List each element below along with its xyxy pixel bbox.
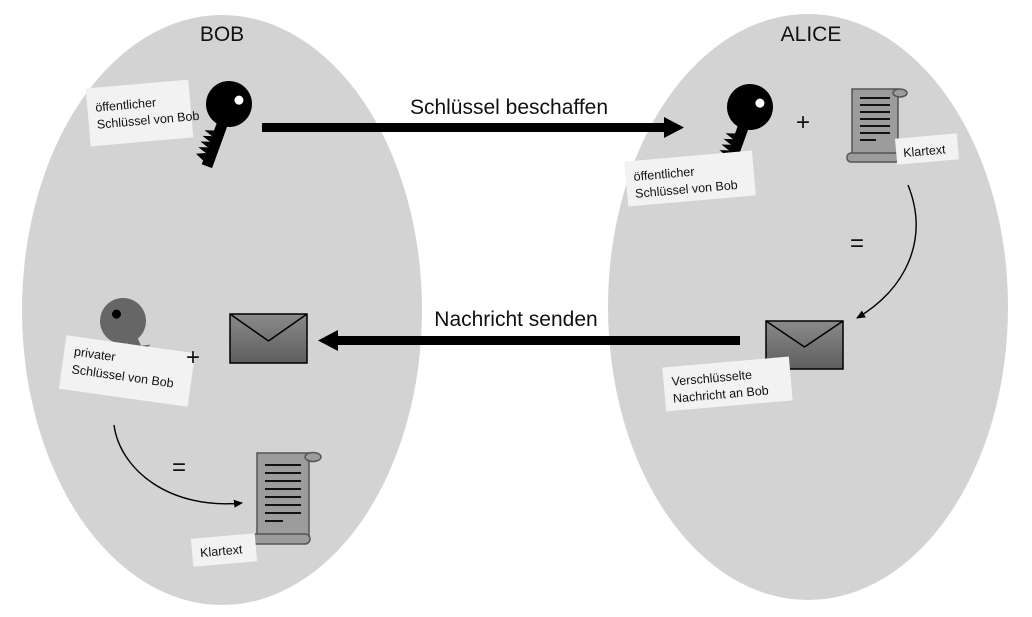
- send-message-arrow: [318, 330, 740, 351]
- bob-plus-sign: +: [186, 344, 200, 371]
- get-key-arrow: [262, 117, 684, 138]
- alice-title: ALICE: [781, 23, 842, 46]
- alice-equals-sign: =: [850, 230, 864, 257]
- send-message-arrow-label: Nachricht senden: [434, 308, 597, 331]
- bob-private-key-label-line1: privater: [73, 345, 116, 365]
- bob-public-key-label-line1: öffentlicher: [95, 95, 157, 114]
- bob-title: BOB: [200, 23, 244, 46]
- alice-plus-sign: +: [796, 109, 810, 136]
- bob-public-key-label: öffentlicher Schlüssel von Bob: [85, 79, 200, 147]
- get-key-arrow-label: Schlüssel beschaffen: [410, 96, 608, 119]
- bob-result-arrow: [113, 424, 243, 508]
- bob-region: [22, 15, 422, 605]
- bob-private-key-label: privater Schlüssel von Bob: [58, 335, 196, 407]
- scroll-document-icon: [846, 88, 908, 163]
- alice-plaintext-label: Klartext: [894, 133, 960, 165]
- bob-plaintext-label: Klartext: [190, 533, 258, 567]
- encrypted-message-label: Verschlüsselte Nachricht an Bob: [662, 356, 793, 412]
- alice-public-key-label: öffentlicher Schlüssel von Bob: [624, 150, 756, 207]
- bob-equals-sign: =: [172, 454, 186, 481]
- alice-region: [608, 14, 1008, 600]
- alice-result-arrow: [856, 184, 917, 319]
- envelope-icon: [229, 313, 308, 364]
- alice-plaintext-label-text: Klartext: [903, 142, 947, 160]
- scroll-document-icon: [250, 451, 322, 545]
- bob-plaintext-label-text: Klartext: [200, 542, 244, 560]
- key-icon: [196, 81, 252, 169]
- alice-public-key-label-line1: öffentlicher: [633, 165, 695, 184]
